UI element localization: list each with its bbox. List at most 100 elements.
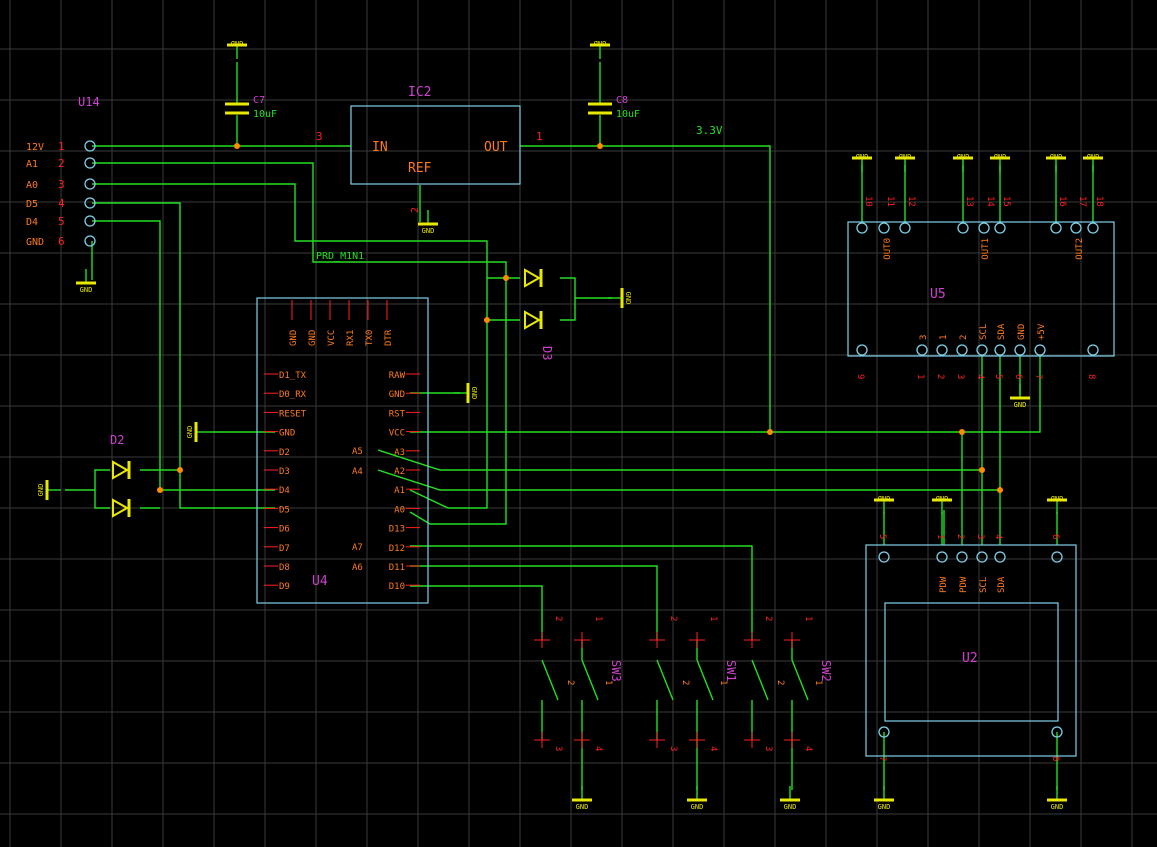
diode-d3[interactable]: D3 [524, 268, 554, 360]
ic2-refpin: REF [408, 161, 432, 176]
u4-body[interactable] [256, 297, 429, 604]
u5-top-label: OUT2 [1075, 238, 1085, 260]
u5-top-num: 11 [885, 196, 895, 207]
ic2-body[interactable] [350, 105, 521, 185]
sw-inner: 1 [813, 680, 823, 685]
u2-pin-label: PDW [959, 576, 969, 593]
gnd-label: GND [594, 39, 607, 47]
u2-pin-label: SCL [979, 577, 989, 593]
sw-ref: SW1 [724, 660, 738, 682]
u5-body[interactable] [847, 221, 1115, 357]
u5-bottom-num: 8 [1086, 374, 1096, 379]
ic2-ref: IC2 [408, 85, 431, 100]
d3-ref: D3 [540, 346, 554, 360]
u14-pin-pad [84, 157, 96, 169]
u14-pin-pad [84, 197, 96, 209]
gnd-label: GND [1014, 401, 1027, 409]
u4-top-pin: RX1 [346, 330, 356, 346]
u2-pin-label: SDA [997, 576, 1007, 593]
junction-dot [597, 143, 603, 149]
u5-top-pad [994, 222, 1006, 234]
u14-pin-name: GND [26, 237, 44, 248]
u4-left-pin: D8 [279, 563, 290, 573]
u5-top-gnd: GND [1046, 152, 1066, 172]
gnd-label: GND [878, 803, 891, 811]
u14-pin-name: 12V [26, 142, 44, 153]
gnd-label: GND [422, 227, 435, 235]
u2-body[interactable] [865, 544, 1077, 757]
u4-top-pin: GND [308, 330, 318, 346]
wire-d2a [65, 469, 110, 491]
ic2-in: IN [372, 140, 388, 155]
wire-a0 [92, 183, 488, 509]
u2-top-pad [1051, 551, 1063, 563]
wire-d12 [410, 545, 753, 640]
gnd-label: GND [856, 152, 869, 160]
u5-bottom-pad [916, 344, 928, 356]
u4-right-pin: D10 [389, 582, 405, 592]
parts[interactable]: GND GND GND GND GND GND GND GND GND GND GND GND GND G… [26, 39, 1115, 811]
u4-top-pin: VCC [327, 330, 337, 346]
u5-bottom-pad [976, 344, 988, 356]
u14-gnd: GND [76, 269, 96, 294]
c8-gnd: GND [590, 39, 610, 59]
u4-ref: U4 [312, 574, 328, 589]
u14-pin-name: A0 [26, 180, 38, 191]
u14-ref: U14 [78, 95, 100, 109]
wire-sda [377, 356, 1001, 491]
u14-pin-number: 1 [58, 140, 65, 153]
wire-d5 [92, 202, 275, 509]
d2-ref: D2 [110, 433, 124, 447]
sw-lever [656, 659, 674, 701]
u2-bottom-num: 7 [877, 756, 887, 761]
u5-top-pad [856, 222, 868, 234]
u2-top-gnd: GND [874, 494, 894, 514]
d3-gnd: GND [608, 288, 632, 308]
diode-triangle [524, 268, 542, 288]
u2-ref: U2 [962, 651, 978, 666]
gnd-label: GND [936, 494, 949, 502]
u14-pin-number: 4 [58, 197, 65, 210]
gnd-label: GND [470, 387, 478, 400]
u4-right-pin: D11 [389, 563, 405, 573]
u4-right-pin: RAW [389, 371, 406, 381]
sw-pin-num: 4 [708, 746, 718, 751]
wire-a1 [92, 162, 507, 525]
u14-pin-name: D5 [26, 199, 38, 210]
gnd-label: GND [1050, 152, 1063, 160]
sw-inner: 2 [680, 680, 690, 685]
diode-triangle [524, 310, 542, 330]
u5-bottom-pad [856, 344, 868, 356]
sw-pin-num: 1 [708, 616, 718, 621]
junction-dot [767, 429, 773, 435]
diode-d2[interactable]: D2 [110, 433, 131, 518]
diode-triangle [112, 460, 130, 480]
u5-bottom-label: 3 [919, 335, 929, 340]
u5-top-gnd: GND [990, 152, 1010, 172]
u5-bottom-label: 2 [959, 335, 969, 340]
u4-inner-a6: A6 [352, 563, 363, 573]
u4-top-pin: DTR [384, 329, 394, 346]
gnd-label: GND [878, 494, 891, 502]
u5-top-num: 10 [863, 196, 873, 207]
u2-screen [884, 602, 1059, 722]
u4-inner-a5: A5 [352, 447, 363, 457]
u5-bottom-pad [1014, 344, 1026, 356]
u5-top-num: 16 [1057, 196, 1067, 207]
sw-pin-num: 1 [803, 616, 813, 621]
u4-left-pin: D3 [279, 467, 290, 477]
junction-dot [484, 317, 490, 323]
